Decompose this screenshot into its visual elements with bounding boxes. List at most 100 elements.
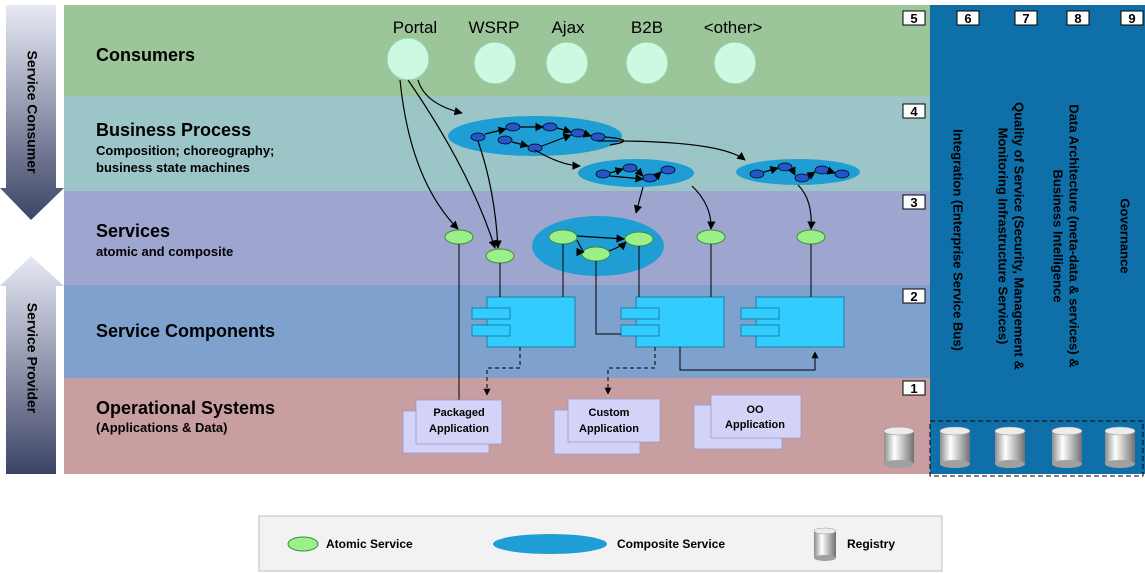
layer-title-services: Services <box>96 221 170 241</box>
composite-inner-arrow-1 <box>576 239 585 257</box>
application-custom-line1: Custom <box>589 407 630 419</box>
bp-to-composite <box>633 186 644 214</box>
layer-number-1-text: 1 <box>910 381 917 396</box>
legend-atomic-icon <box>287 536 319 552</box>
consumer-label-other: <other> <box>704 18 763 37</box>
service-component-2 <box>620 296 725 348</box>
registry-icon-1 <box>883 426 915 468</box>
portal-to-bp-arrow <box>417 79 463 116</box>
column-number-6: 6 <box>956 10 980 26</box>
portal-to-atomic-1 <box>399 79 459 230</box>
consumer-ajax: Ajax <box>545 18 589 85</box>
consumer-wsrp: WSRP <box>469 18 520 85</box>
column-number-9-text: 9 <box>1128 11 1135 26</box>
layer-subtitle-business-process-2: business state machines <box>96 160 250 175</box>
application-custom: Custom Application <box>553 398 661 455</box>
consumer-portal: Portal <box>386 18 437 81</box>
layer-subtitle-business-process-1: Composition; choreography; <box>96 143 274 158</box>
composite-inner-arrow-2 <box>608 241 627 252</box>
atomic-service-2 <box>485 248 515 264</box>
consumer-label-wsrp: WSRP <box>469 18 520 37</box>
application-packaged-line1: Packaged <box>433 407 484 419</box>
registry-icon-5 <box>1104 426 1136 468</box>
registry-icon-2 <box>939 426 971 468</box>
column-number-8: 8 <box>1066 10 1090 26</box>
application-packaged: Packaged Application <box>402 399 503 454</box>
bp-to-atomic-2 <box>477 140 502 249</box>
layer-number-2: 2 <box>902 288 926 304</box>
column-number-6-text: 6 <box>964 11 971 26</box>
layer-number-3-text: 3 <box>910 195 917 210</box>
atomic-service-4 <box>581 246 611 262</box>
layer-subtitle-operational-systems: (Applications & Data) <box>96 420 227 435</box>
consumer-label-b2b: B2B <box>631 18 663 37</box>
service-provider-arrow <box>0 256 64 474</box>
atomic-service-3 <box>548 229 578 245</box>
application-oo: OO Application <box>693 394 802 450</box>
layer-number-5-text: 5 <box>910 11 917 26</box>
application-packaged-line2: Application <box>429 423 489 435</box>
atomic-service-5 <box>624 231 654 247</box>
layer-title-consumers: Consumers <box>96 45 195 65</box>
layer-number-4-text: 4 <box>910 104 918 119</box>
legend-atomic-label: Atomic Service <box>326 537 413 551</box>
consumer-label-portal: Portal <box>393 18 437 37</box>
legend-registry-icon <box>813 527 837 561</box>
application-oo-line1: OO <box>746 404 764 416</box>
service-consumer-arrow <box>0 5 64 220</box>
composite-inner-arrow-3 <box>576 234 625 243</box>
registry-icon-4 <box>1051 426 1083 468</box>
layer-number-3: 3 <box>902 194 926 210</box>
right-column-panel <box>930 5 1145 474</box>
business-process-flow-1 <box>448 116 625 156</box>
layer-number-2-text: 2 <box>910 289 917 304</box>
layer-subtitle-services: atomic and composite <box>96 244 233 259</box>
application-oo-line2: Application <box>725 419 785 431</box>
service-component-1 <box>471 296 576 348</box>
bp-to-atomic-7 <box>797 184 816 230</box>
atomic-service-7 <box>796 229 826 245</box>
registry-group-box <box>929 420 1144 477</box>
legend-composite-label: Composite Service <box>617 537 725 551</box>
layer-title-service-components: Service Components <box>96 321 275 341</box>
layer-number-1: 1 <box>902 380 926 396</box>
bp-connector-1 <box>534 149 581 170</box>
column-text-governance: Governance <box>1118 198 1133 273</box>
layer-number-4: 4 <box>902 103 926 119</box>
business-process-flow-3 <box>736 159 860 185</box>
column-text-data-1: Data Architecture (meta-data & services)… <box>1067 104 1082 367</box>
legend-composite-icon <box>493 534 607 554</box>
business-process-flow-2 <box>578 159 694 187</box>
component-1-to-packaged <box>483 347 521 396</box>
application-custom-line2: Application <box>579 423 639 435</box>
column-text-data-2: Business Intelligence <box>1051 170 1066 303</box>
layer-title-business-process: Business Process <box>96 120 251 140</box>
column-text-qos-2: Monitoring Infrastructure Services) <box>996 128 1011 345</box>
portal-to-atomic-2 <box>407 79 497 249</box>
bp-to-atomic-6 <box>691 185 716 230</box>
consumer-label-ajax: Ajax <box>551 18 585 37</box>
component-2-to-component-3 <box>679 347 819 371</box>
layer-number-5: 5 <box>902 10 926 26</box>
legend-registry-label: Registry <box>847 537 895 551</box>
consumer-b2b: B2B <box>625 18 669 85</box>
registry-icon-3 <box>994 426 1026 468</box>
atomic-service-1 <box>444 229 474 245</box>
column-number-9: 9 <box>1120 10 1144 26</box>
column-number-7: 7 <box>1014 10 1038 26</box>
column-number-7-text: 7 <box>1022 11 1029 26</box>
column-text-qos-1: Quality of Service (Security, Management… <box>1012 102 1027 370</box>
column-number-8-text: 8 <box>1074 11 1081 26</box>
legend: Atomic Service Composite Service Registr… <box>258 515 943 572</box>
atomic-service-6 <box>696 229 726 245</box>
atomic-4-to-component-2 <box>595 261 621 335</box>
column-text-integration: Integration (Enterprise Service Bus) <box>951 129 966 351</box>
consumer-other: <other> <box>704 18 763 85</box>
service-component-3 <box>740 296 845 348</box>
service-provider-label: Service Provider <box>24 303 40 414</box>
layer-title-operational-systems: Operational Systems <box>96 398 275 418</box>
component-2-to-custom <box>604 347 656 395</box>
bp-connector-2 <box>597 140 746 161</box>
service-consumer-label: Service Consumer <box>24 51 40 174</box>
